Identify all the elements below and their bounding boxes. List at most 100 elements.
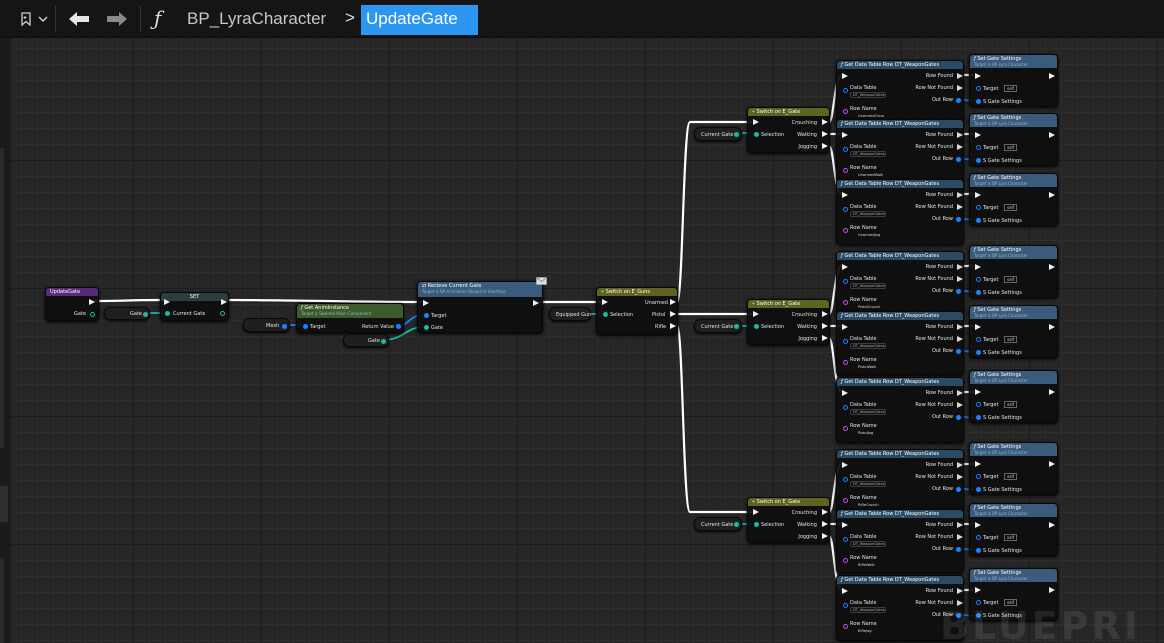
target-pin[interactable] xyxy=(976,402,981,407)
gate-variable-getter[interactable]: Gate xyxy=(343,334,389,347)
target-pin[interactable] xyxy=(976,600,981,605)
bookmark-icon[interactable] xyxy=(20,12,32,26)
row-name-dropdown[interactable]: UnarmedWalk xyxy=(858,173,884,177)
selection-pin[interactable] xyxy=(603,312,608,317)
row-not-found-pin[interactable] xyxy=(957,85,963,91)
out-row-pin[interactable] xyxy=(956,487,961,492)
exec-out-pin[interactable] xyxy=(822,143,828,149)
data-table-pin[interactable] xyxy=(843,603,848,608)
row-name-dropdown[interactable]: RifleCrouch xyxy=(858,503,879,507)
panel-tab[interactable] xyxy=(0,486,8,522)
selection-pin[interactable] xyxy=(754,324,759,329)
mesh-variable-getter[interactable]: Mesh xyxy=(243,318,290,332)
gate-in-pin[interactable] xyxy=(424,325,429,330)
row-found-pin[interactable] xyxy=(957,132,963,138)
exec-out-pin[interactable] xyxy=(822,521,828,527)
row-name-dropdown[interactable]: PistolWalk xyxy=(858,365,877,369)
exec-out-pin[interactable] xyxy=(1049,73,1055,79)
row-name-pin[interactable] xyxy=(843,498,848,503)
exec-in-pin[interactable] xyxy=(164,299,170,305)
value-pin[interactable] xyxy=(143,312,148,317)
breadcrumb-current[interactable]: UpdateGate xyxy=(361,5,478,35)
out-row-pin[interactable] xyxy=(956,415,961,420)
breadcrumb-root[interactable]: BP_LyraCharacter xyxy=(187,9,327,28)
s-gate-settings-pin[interactable] xyxy=(976,548,981,553)
self-value-box[interactable]: self xyxy=(1004,276,1018,283)
exec-in-pin[interactable] xyxy=(842,132,848,138)
forward-arrow-icon[interactable] xyxy=(106,10,128,28)
data-table-dropdown[interactable]: DT_WeaponGates xyxy=(850,283,886,289)
current-gate-variable-getter[interactable]: Current Gate xyxy=(694,127,742,141)
row-found-pin[interactable] xyxy=(957,192,963,198)
self-value-box[interactable]: self xyxy=(1004,336,1018,343)
data-table-dropdown[interactable]: DT_WeaponGates xyxy=(850,343,886,349)
value-pin[interactable] xyxy=(381,339,386,344)
self-value-box[interactable]: self xyxy=(1004,599,1018,606)
data-table-pin[interactable] xyxy=(843,477,848,482)
exec-out-pin[interactable] xyxy=(670,323,676,329)
exec-out-pin[interactable] xyxy=(822,323,828,329)
exec-out-pin[interactable] xyxy=(1049,522,1055,528)
exec-in-pin[interactable] xyxy=(975,522,981,528)
s-gate-settings-pin[interactable] xyxy=(976,290,981,295)
recieve-current-gate-node[interactable]: ⇄ Recieve Current Gate Target is BP Anim… xyxy=(417,281,543,333)
exec-in-pin[interactable] xyxy=(842,192,848,198)
target-in-pin[interactable] xyxy=(424,313,429,318)
selection-pin[interactable] xyxy=(754,132,759,137)
out-row-pin[interactable] xyxy=(956,613,961,618)
s-gate-settings-pin[interactable] xyxy=(976,99,981,104)
exec-out-pin[interactable] xyxy=(822,119,828,125)
current-gate-variable-getter[interactable]: Current Gate xyxy=(694,517,742,531)
row-name-pin[interactable] xyxy=(843,624,848,629)
exec-in-pin[interactable] xyxy=(842,73,848,79)
s-gate-settings-pin[interactable] xyxy=(976,415,981,420)
exec-out-pin[interactable] xyxy=(670,311,676,317)
data-table-dropdown[interactable]: DT_WeaponGates xyxy=(850,92,886,98)
row-not-found-pin[interactable] xyxy=(957,144,963,150)
chevron-down-icon[interactable] xyxy=(38,15,48,23)
data-table-pin[interactable] xyxy=(843,207,848,212)
exec-in-pin[interactable] xyxy=(842,264,848,270)
exec-out-pin[interactable] xyxy=(533,300,539,306)
target-pin[interactable] xyxy=(976,86,981,91)
data-table-pin[interactable] xyxy=(843,537,848,542)
row-found-pin[interactable] xyxy=(957,462,963,468)
exec-in-pin[interactable] xyxy=(975,132,981,138)
row-name-dropdown[interactable]: UnarmedJog xyxy=(858,233,881,237)
gate-in-pin[interactable] xyxy=(165,311,170,316)
s-gate-settings-pin[interactable] xyxy=(976,218,981,223)
exec-in-pin[interactable] xyxy=(975,587,981,593)
target-in-pin[interactable] xyxy=(303,324,308,329)
panel-tab[interactable] xyxy=(0,148,4,448)
row-name-pin[interactable] xyxy=(843,558,848,563)
exec-in-pin[interactable] xyxy=(975,324,981,330)
value-pin[interactable] xyxy=(282,324,287,329)
set-node[interactable]: SET Current Gate xyxy=(160,292,229,321)
out-row-pin[interactable] xyxy=(956,349,961,354)
row-name-dropdown[interactable]: PistolJog xyxy=(858,431,874,435)
row-name-pin[interactable] xyxy=(843,360,848,365)
row-not-found-pin[interactable] xyxy=(957,402,963,408)
s-gate-settings-pin[interactable] xyxy=(976,350,981,355)
exec-out-pin[interactable] xyxy=(822,335,828,341)
data-table-dropdown[interactable]: DT_WeaponGates xyxy=(850,541,886,547)
row-name-pin[interactable] xyxy=(843,426,848,431)
gate-variable-getter[interactable]: Gate xyxy=(104,307,150,320)
exec-in-pin[interactable] xyxy=(975,461,981,467)
row-not-found-pin[interactable] xyxy=(957,534,963,540)
data-table-dropdown[interactable]: DT_WeaponGates xyxy=(850,409,886,415)
out-row-pin[interactable] xyxy=(956,98,961,103)
